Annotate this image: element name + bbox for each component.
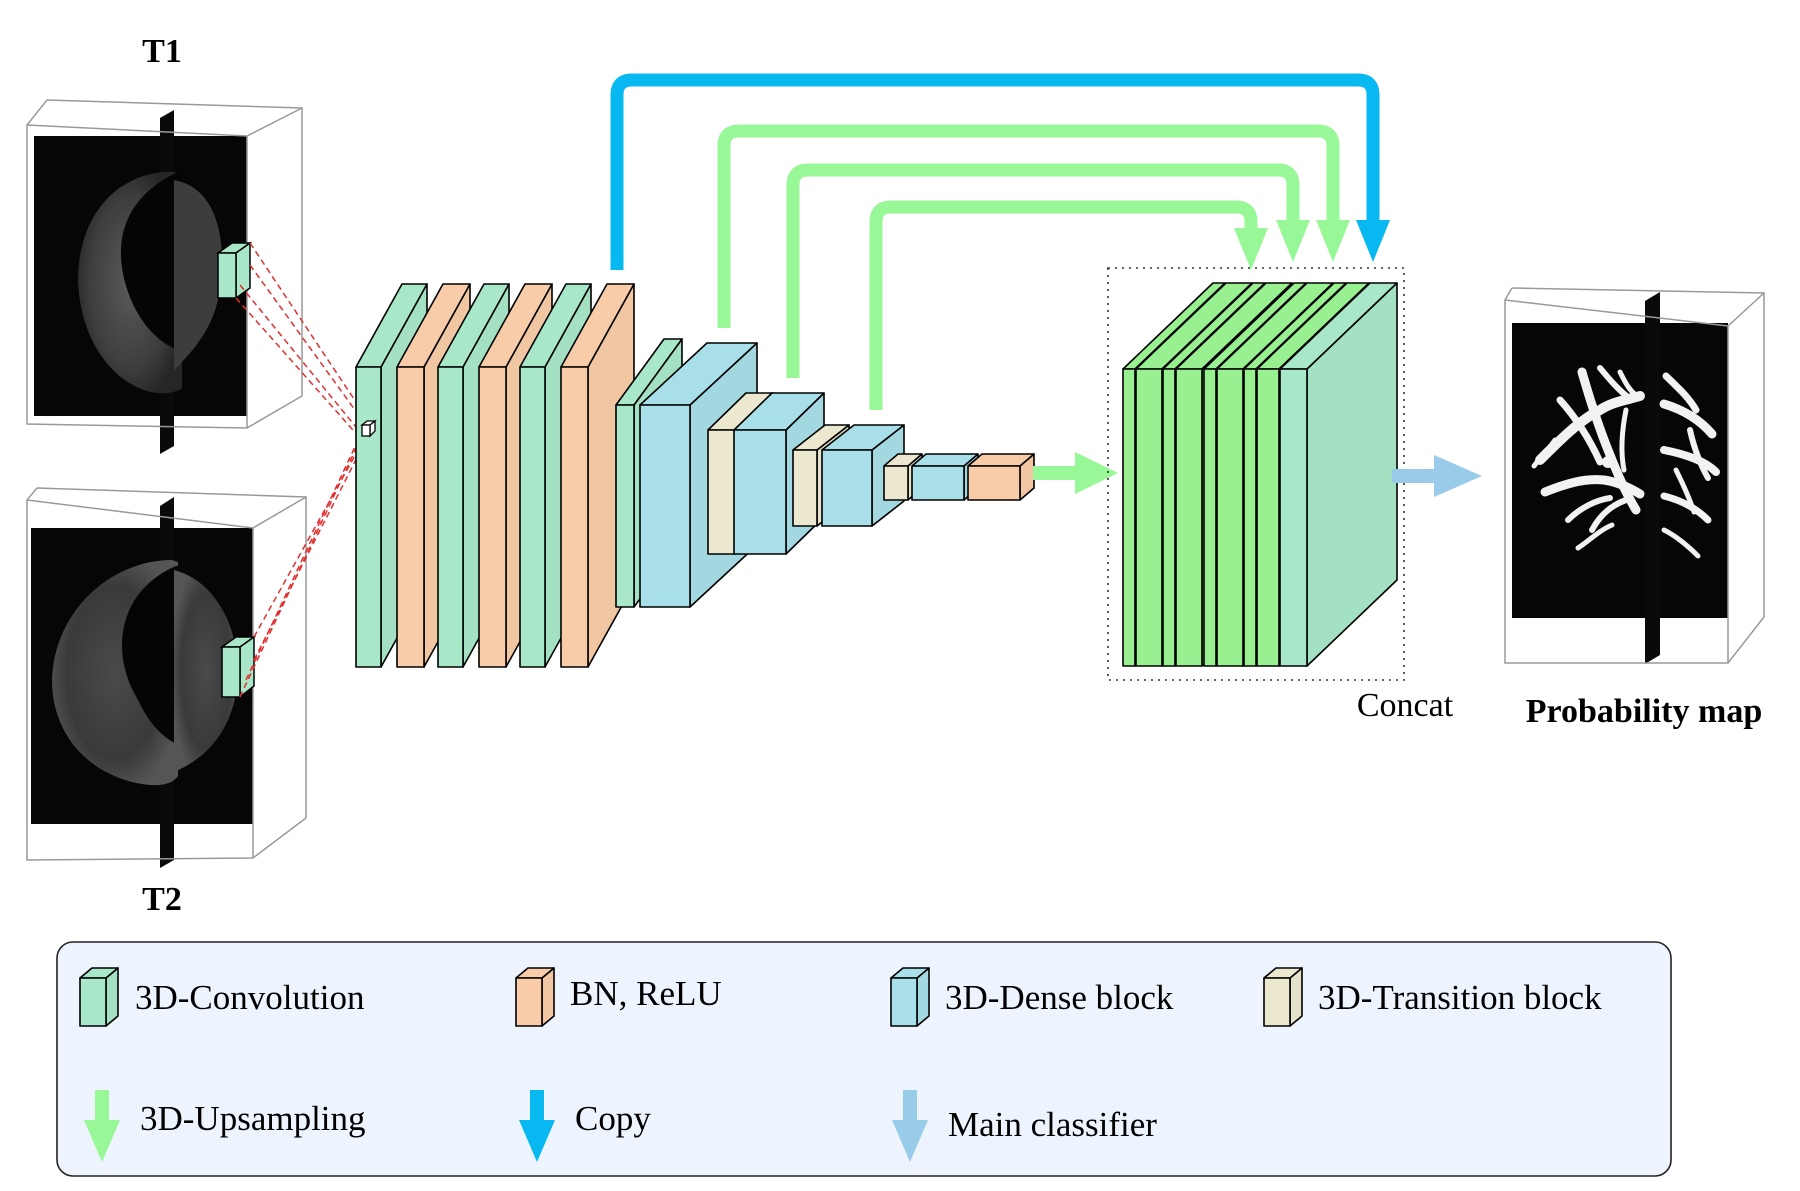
bn-relu-block-6: [560, 283, 635, 668]
main-classifier-arrow: [1392, 455, 1482, 497]
legend-label-conv: 3D-Convolution: [135, 978, 364, 1017]
conv-cube-icon: [79, 967, 119, 1027]
t2-volume: T2: [26, 487, 307, 918]
upsampling-arrow-icon: [84, 1090, 120, 1162]
legend: 3D-Convolution BN, ReLU 3D-Dense block 3…: [56, 941, 1672, 1177]
main-classifier-arrow-icon: [892, 1090, 928, 1162]
probability-white-matter: [1531, 365, 1645, 551]
t2-brain-right: [174, 570, 238, 772]
legend-label-bn-relu: BN, ReLU: [570, 974, 722, 1013]
bottleneck-upsampling-arrow: [1033, 452, 1118, 494]
legend-label-dense: 3D-Dense block: [945, 978, 1174, 1017]
decoder-conv-block-9: [1279, 282, 1398, 667]
upsampling-skip-arrow-3: [869, 200, 1268, 410]
kernel-projection-lines: [235, 242, 373, 698]
encoder-blocks: [355, 283, 1035, 668]
t1-volume: T1: [26, 33, 303, 454]
concat-label: Concat: [1357, 687, 1454, 724]
upsampling-skip-arrow-1: [717, 124, 1350, 328]
t1-brain-right: [174, 180, 223, 370]
probability-map-label: Probability map: [1526, 693, 1762, 730]
probability-map-volume: Probability map: [1504, 287, 1765, 730]
bn-relu-block-15: [967, 453, 1035, 501]
copy-skip-arrow: [610, 73, 1390, 270]
t1-label: T1: [142, 33, 182, 70]
decoder-blocks: [1122, 282, 1398, 667]
upsampling-skip-arrow-2: [786, 163, 1310, 378]
legend-label-upsampling: 3D-Upsampling: [140, 1099, 366, 1138]
voxel-cube: [360, 419, 377, 438]
legend-label-transition: 3D-Transition block: [1318, 978, 1602, 1017]
transition-cube-icon: [1263, 967, 1303, 1027]
copy-arrow-icon: [519, 1090, 555, 1162]
t2-kernel-cube: [219, 635, 257, 699]
t2-label: T2: [142, 881, 182, 918]
concat-box: [1107, 267, 1405, 681]
dense-cube-icon: [890, 967, 930, 1027]
legend-label-main-classifier: Main classifier: [948, 1105, 1157, 1144]
t1-kernel-cube: [215, 241, 253, 300]
bn-relu-cube-icon: [515, 967, 555, 1027]
legend-label-copy: Copy: [575, 1099, 651, 1138]
